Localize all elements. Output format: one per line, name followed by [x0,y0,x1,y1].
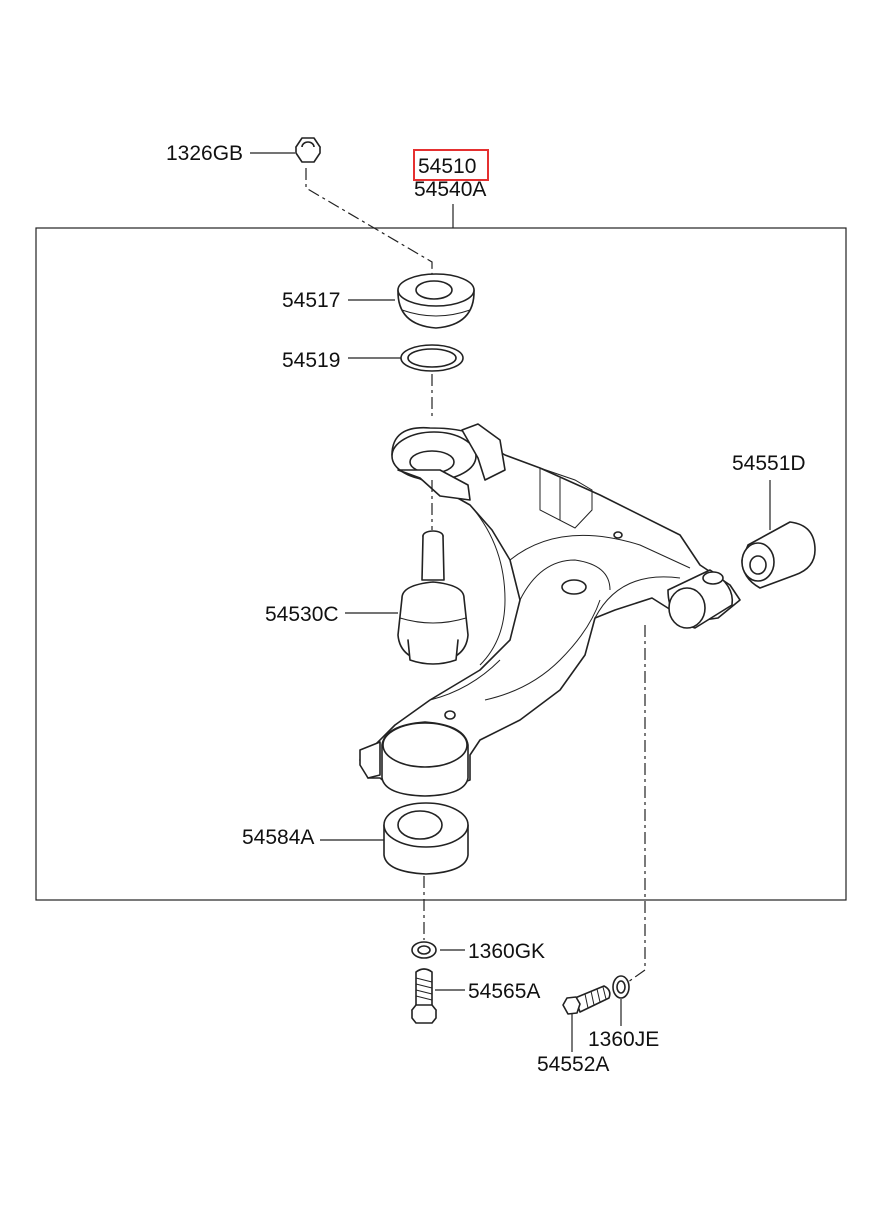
bushing-54551D [741,521,816,589]
part-number-54584A[interactable]: 54584A [242,826,314,849]
highlight-box [413,149,489,181]
part-number-54510[interactable]: 54510 [418,155,476,178]
assembly-frame [35,227,847,901]
part-number-1360GK[interactable]: 1360GK [468,940,545,963]
nut-1326GB [295,137,321,163]
part-number-54517[interactable]: 54517 [282,289,340,312]
part-number-54530C[interactable]: 54530C [265,603,339,626]
control-arm-body [359,423,741,797]
part-number-54519[interactable]: 54519 [282,349,340,372]
dust-boot-54517 [397,273,475,329]
part-number-54551D[interactable]: 54551D [732,452,806,475]
bolt-54565A [411,968,437,1024]
bushing-54584A [383,802,469,875]
part-number-54552A[interactable]: 54552A [537,1053,609,1076]
bolt-54552A [562,985,611,1015]
part-number-1360JE[interactable]: 1360JE [588,1028,659,1051]
part-number-54540A[interactable]: 54540A [414,178,486,201]
ball-joint-54530C [397,530,469,665]
part-number-54565A[interactable]: 54565A [468,980,540,1003]
snap-ring-54519 [400,344,464,372]
part-number-1326GB[interactable]: 1326GB [166,142,243,165]
washer-1360GK [411,941,437,959]
washer-1360JE [612,975,630,999]
